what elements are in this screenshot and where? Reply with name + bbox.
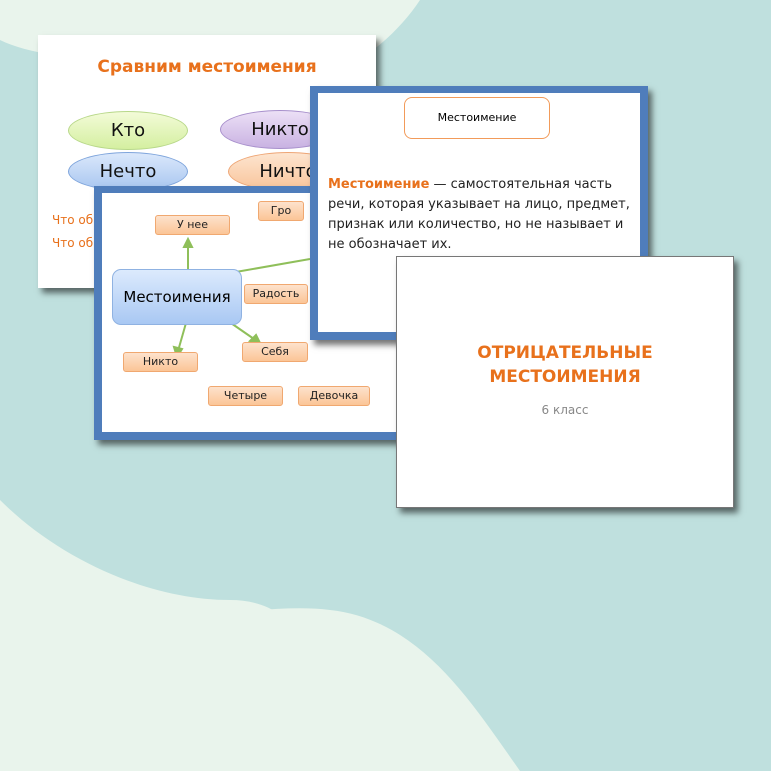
subtitle: 6 класс: [541, 403, 589, 417]
term: Местоимение: [328, 177, 430, 192]
text-line: Что об: [52, 236, 94, 250]
title-line: МЕСТОИМЕНИЯ: [489, 367, 641, 387]
title-line: ОТРИЦАТЕЛЬНЫЕ: [477, 343, 653, 363]
tag: Радость: [244, 284, 308, 304]
definition-text: Местоимение — самостоятельная часть речи…: [328, 175, 634, 255]
tag: Себя: [242, 342, 308, 362]
oval-kto: Кто: [68, 111, 188, 150]
tag: Четыре: [208, 386, 283, 406]
definition: — самостоятельная часть речи, которая ук…: [328, 177, 630, 252]
tag: Девочка: [298, 386, 370, 406]
tag: Никто: [123, 352, 198, 372]
slide-title-negative-pronouns: ОТРИЦАТЕЛЬНЫЕ МЕСТОИМЕНИЯ 6 класс: [396, 256, 734, 508]
mindmap-center: Местоимения: [112, 269, 242, 325]
tag: У нее: [155, 215, 230, 235]
title: ОТРИЦАТЕЛЬНЫЕ МЕСТОИМЕНИЯ: [397, 341, 733, 389]
text-line: Что об: [52, 213, 94, 227]
tag: Гро: [258, 201, 304, 221]
heading-box: Местоимение: [404, 97, 550, 139]
oval-nechto: Нечто: [68, 152, 188, 191]
slide-title: Сравним местоимения: [97, 57, 317, 77]
